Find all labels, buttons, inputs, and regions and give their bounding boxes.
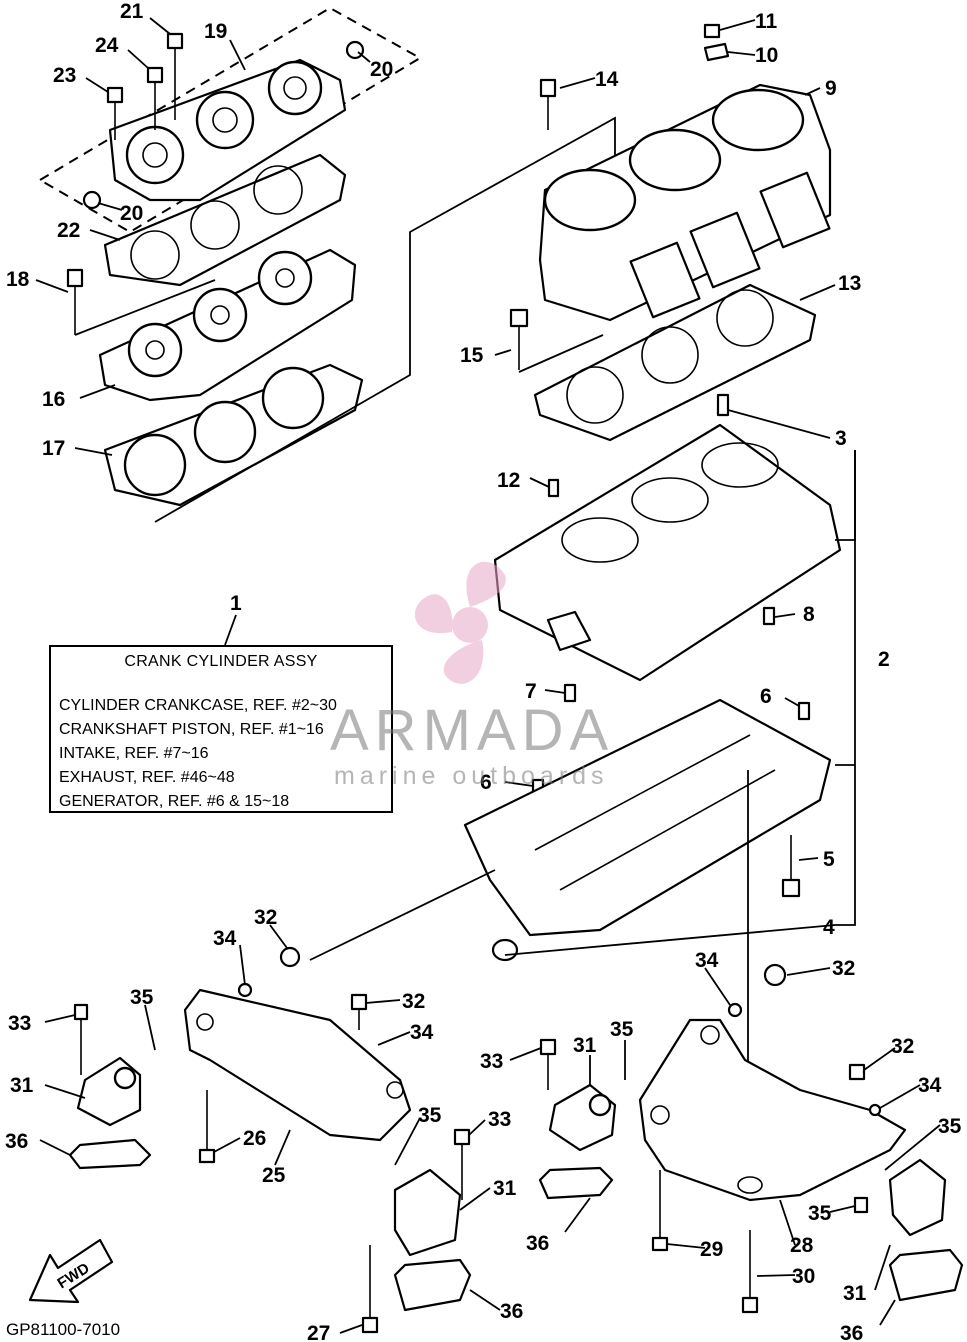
- bolt-5: [781, 835, 801, 898]
- legend-row: INTAKE, REF. #7~16: [59, 745, 209, 762]
- watermark-propeller-logo: [414, 561, 506, 684]
- callout-28: 28: [790, 1234, 814, 1257]
- legend-title: CRANK CYLINDER ASSY: [124, 653, 318, 670]
- bolt-23: [106, 86, 124, 140]
- callout-26: 26: [243, 1127, 266, 1150]
- callout-numbers: 21 19 24 20 23 20 22 18 16 17 11 10 14 9…: [5, 0, 962, 1342]
- callout-35: 35: [418, 1104, 442, 1127]
- callout-leaders: [35, 17, 941, 1334]
- callout-10: 10: [755, 44, 778, 67]
- callout-31: 31: [573, 1034, 597, 1057]
- callout-32: 32: [402, 990, 425, 1013]
- callout-9: 9: [825, 77, 837, 100]
- callout-21: 21: [120, 0, 144, 23]
- bolts-lower-right: [539, 963, 882, 1314]
- bolt-24: [146, 66, 164, 130]
- callout-25: 25: [262, 1164, 286, 1187]
- plate-36-left: [68, 1138, 152, 1170]
- callout-31: 31: [843, 1282, 867, 1305]
- diagram-code: GP81100-7010: [6, 1320, 121, 1339]
- callout-35: 35: [610, 1018, 634, 1041]
- callout-35: 35: [130, 986, 154, 1009]
- callout-22: 22: [57, 219, 80, 242]
- bolt-21: [166, 32, 184, 120]
- callout-32: 32: [891, 1035, 914, 1058]
- callout-33: 33: [8, 1012, 31, 1035]
- callout-6: 6: [480, 771, 492, 794]
- callout-35: 35: [808, 1202, 832, 1225]
- callout-15: 15: [460, 344, 484, 367]
- head-cover-group-dashed-outline: [38, 6, 422, 234]
- callout-1: 1: [230, 592, 242, 615]
- callout-3: 3: [835, 427, 847, 450]
- callout-17: 17: [42, 437, 65, 460]
- head-cover-gasket: [103, 153, 347, 287]
- bolt-15: [509, 308, 529, 370]
- callout-7: 7: [525, 680, 537, 703]
- callout-6: 6: [760, 685, 772, 708]
- callout-4: 4: [823, 916, 835, 939]
- callout-24: 24: [95, 34, 119, 57]
- callout-33: 33: [488, 1108, 511, 1131]
- cylinder-block: [538, 83, 832, 322]
- callout-35: 35: [938, 1115, 962, 1138]
- callout-5: 5: [823, 848, 835, 871]
- cylinder-head: [98, 248, 357, 402]
- callout-34: 34: [695, 949, 719, 972]
- callout-19: 19: [204, 20, 227, 43]
- callout-32: 32: [254, 906, 277, 929]
- callout-31: 31: [10, 1074, 34, 1097]
- callout-11: 11: [755, 10, 778, 33]
- bolt-11-and-washer-10: [703, 23, 730, 62]
- cylinder-block-gasket: [533, 283, 817, 442]
- callout-2: 2: [878, 648, 890, 671]
- callout-33: 33: [480, 1050, 503, 1073]
- rubber-mount-31-far-right: [888, 1158, 947, 1237]
- callout-27: 27: [307, 1322, 330, 1342]
- bolt-18: [66, 268, 84, 335]
- callout-8: 8: [803, 603, 815, 626]
- callout-34: 34: [410, 1021, 434, 1044]
- crankcase-lower: [463, 698, 832, 962]
- callout-20: 20: [370, 58, 393, 81]
- rubber-mount-31-left: [76, 1056, 142, 1127]
- watermark-brand: ARMADA: [330, 698, 615, 763]
- callout-20: 20: [120, 202, 143, 225]
- mount-bracket-left: [183, 988, 412, 1142]
- callout-31: 31: [493, 1177, 517, 1200]
- legend-row: CYLINDER CRANKCASE, REF. #2~30: [59, 697, 337, 714]
- bolt-14: [539, 78, 557, 130]
- legend-row: GENERATOR, REF. #6 & 15~18: [59, 793, 290, 810]
- callout-34: 34: [213, 927, 237, 950]
- callout-16: 16: [42, 388, 65, 411]
- cylinder-head-gasket: [103, 363, 364, 507]
- watermark-tagline: marine outboards: [334, 762, 609, 790]
- mount-bracket-right: [638, 1018, 907, 1202]
- crankcase-upper: [493, 423, 842, 682]
- callout-18: 18: [6, 268, 30, 291]
- callout-34: 34: [918, 1074, 942, 1097]
- legend-row: EXHAUST, REF. #46~48: [59, 769, 235, 786]
- rubber-mount-31-right-center: [548, 1083, 617, 1152]
- fwd-arrow: FWD: [28, 1238, 114, 1304]
- rubber-mount-31-center: [393, 1168, 462, 1257]
- callout-36: 36: [500, 1300, 523, 1323]
- callout-14: 14: [595, 68, 619, 91]
- callout-23: 23: [53, 64, 76, 87]
- callout-30: 30: [792, 1265, 815, 1288]
- head-cover: [108, 58, 347, 202]
- legend-row: CRANKSHAFT PISTON, REF. #1~16: [59, 721, 324, 738]
- plate-36-right-center: [538, 1166, 614, 1200]
- callout-36: 36: [5, 1130, 28, 1153]
- callout-36: 36: [526, 1232, 549, 1255]
- callout-29: 29: [700, 1238, 723, 1261]
- plate-36-far-right: [888, 1248, 964, 1302]
- callout-13: 13: [838, 272, 861, 295]
- assembly-legend-box: CRANK CYLINDER ASSY CYLINDER CRANKCASE, …: [49, 645, 393, 813]
- callout-12: 12: [497, 469, 520, 492]
- callout-32: 32: [832, 957, 855, 980]
- callout-36: 36: [840, 1322, 863, 1342]
- plate-36-center: [393, 1258, 472, 1312]
